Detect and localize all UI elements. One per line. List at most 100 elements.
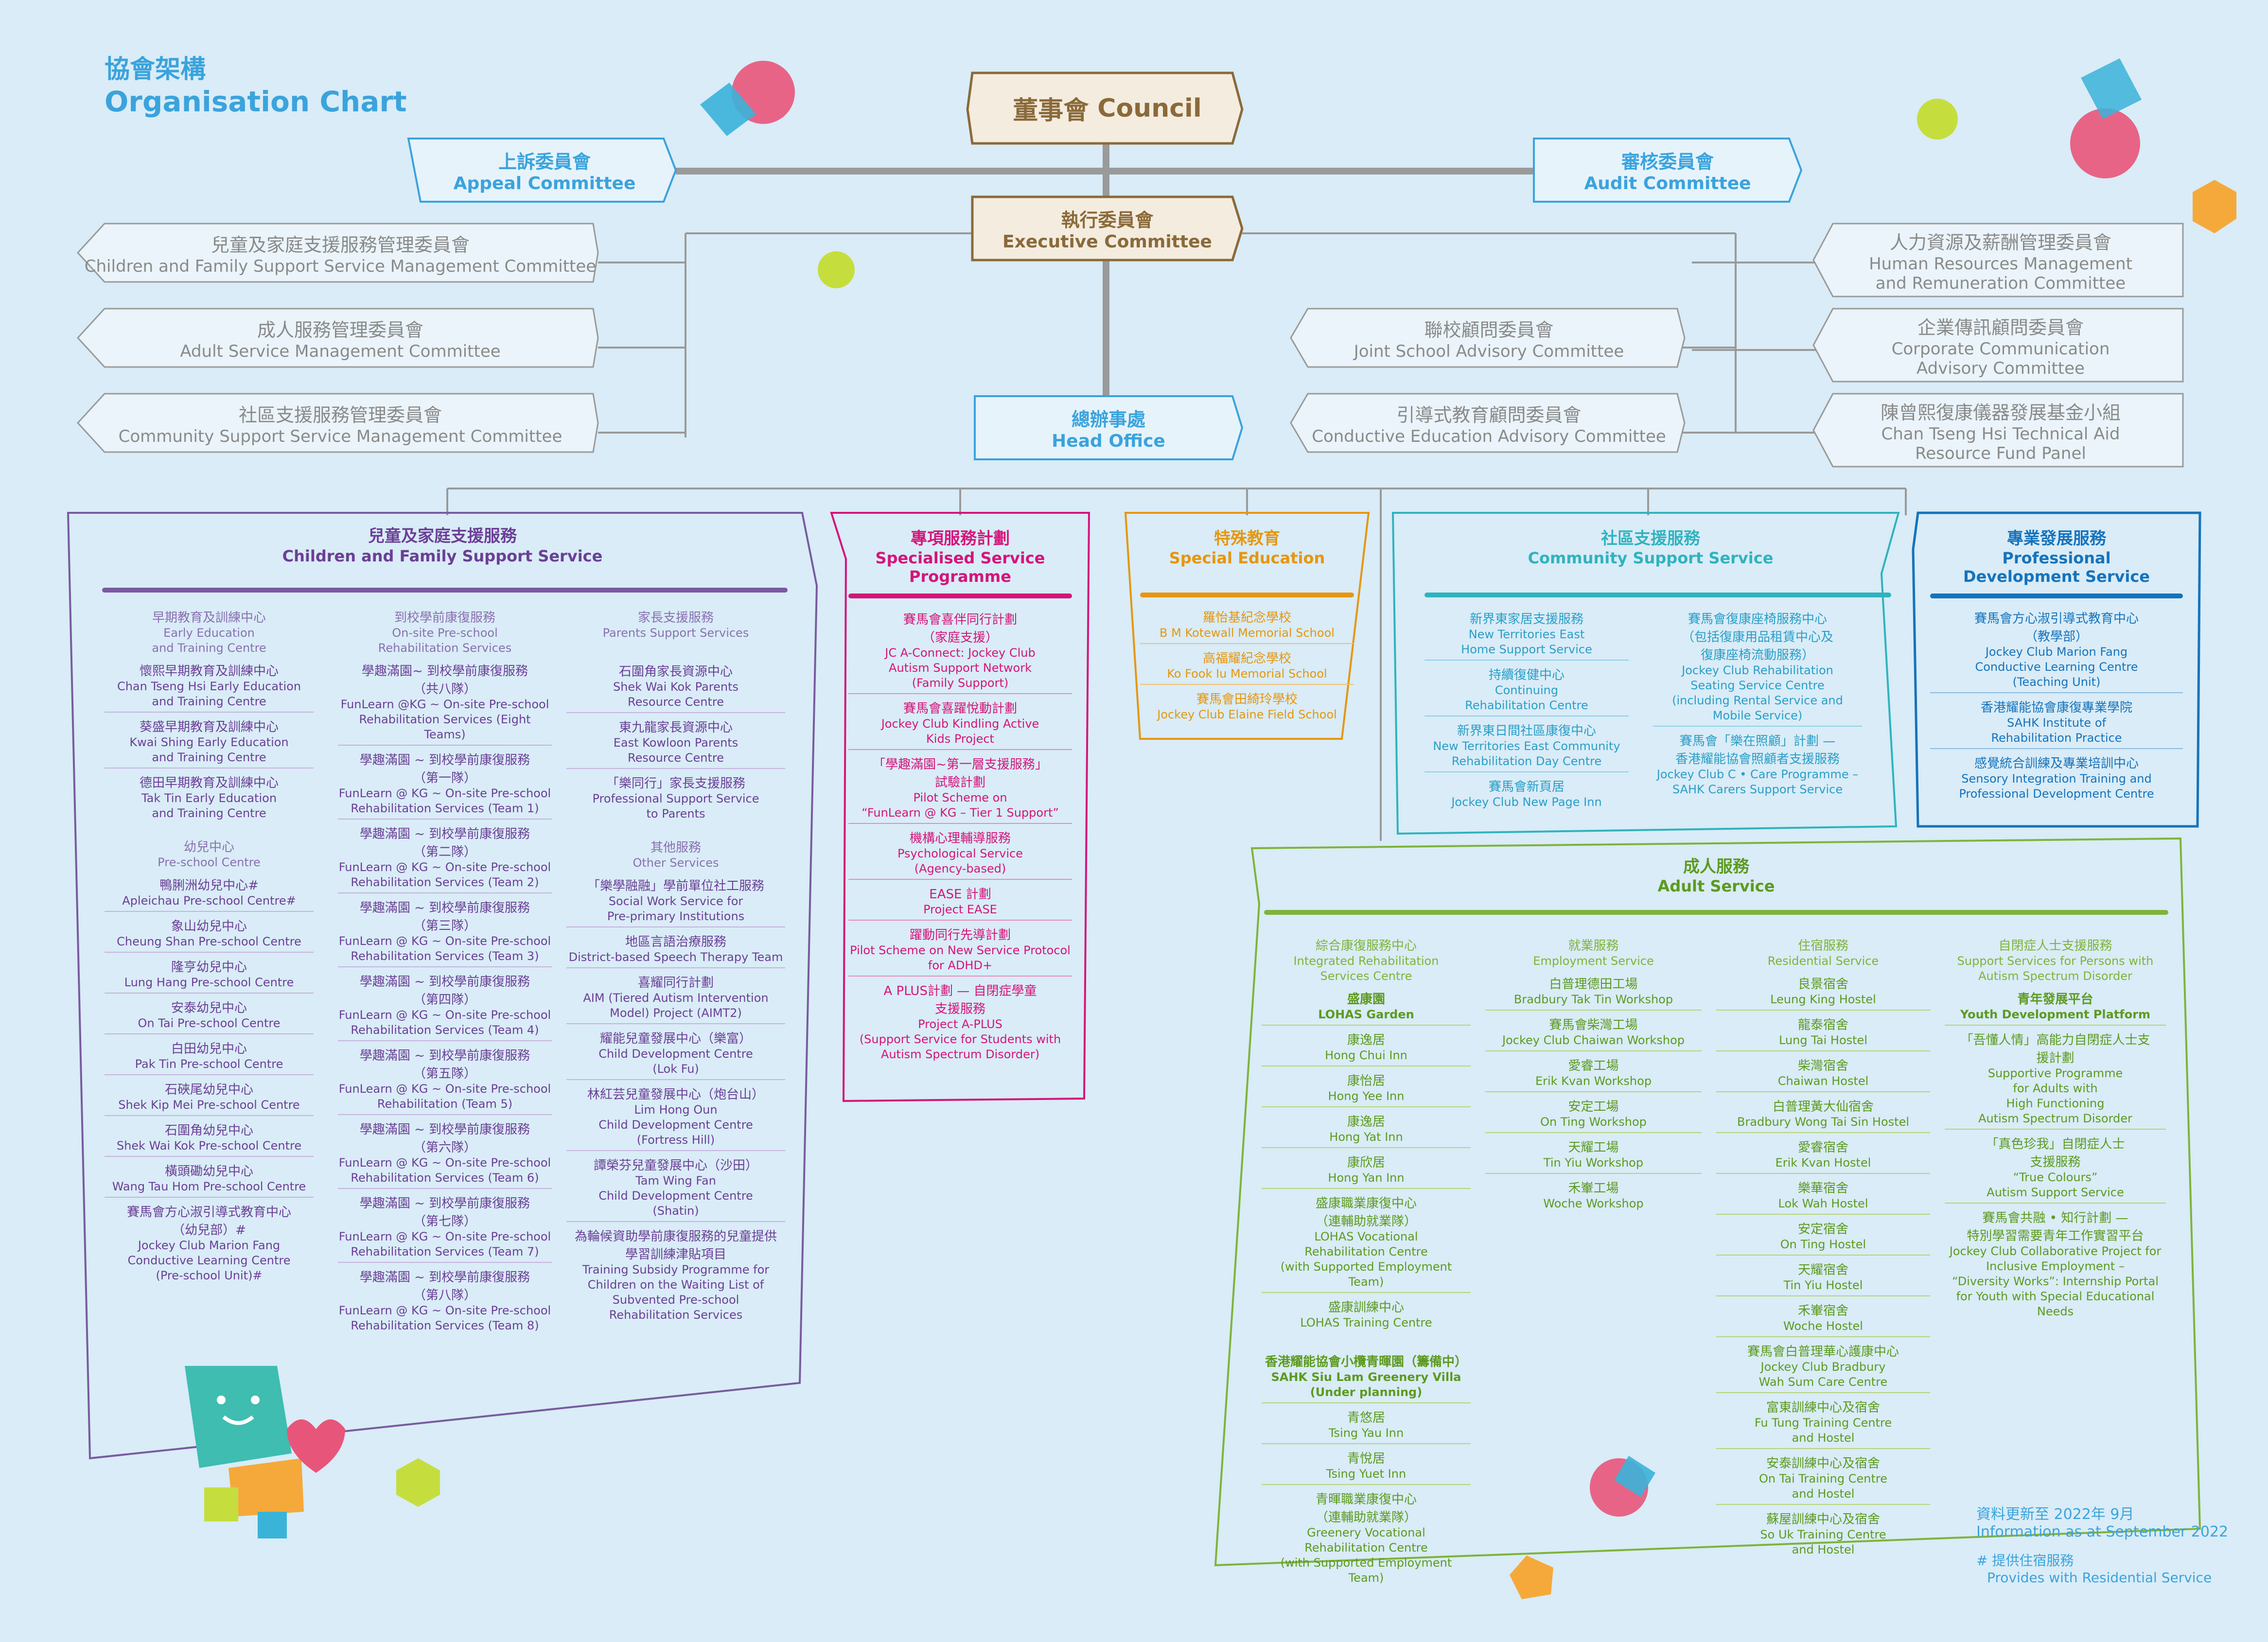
item-en: Woche Hostel [1783,1319,1863,1333]
item-zh: 持續復健中心 [1488,668,1565,682]
item-zh: 賽馬會白普理華心護康中心 [1747,1345,1899,1359]
item-en: Lung Tai Hostel [1778,1033,1867,1047]
item-zh: 青暉職業康復中心 [1315,1492,1417,1507]
text: 「樂同行」家長支援服務 [606,776,745,791]
executive-node: 執行委員會 Executive Committee [972,197,1242,260]
audit-en: Audit Committee [1584,174,1751,193]
list-item: 學趣滿園 ~ 到校學前康復服務（第八隊）FunLearn @ KG ~ On-s… [338,1266,552,1336]
item-zh: （包括復康用品租賃中心及 [1681,630,1833,645]
adult-brush [1264,910,2168,915]
footer-notes: 資料更新至 2022年 9月 Information as at Septemb… [1976,1502,2229,1586]
item-en: Jockey Club Chaiwan Workshop [1502,1033,1685,1047]
text: Resource Centre [628,695,724,709]
text: Parents Support Services [602,626,749,640]
css-section: 社區支援服務 Community Support Service 新界東家居支援… [1410,525,1891,809]
text: Model) Project (AIMT2) [610,1006,742,1020]
text: 地區言語治療服務 [625,935,726,949]
item-en: for ADHD+ [928,959,993,972]
pds-section: 專業發展服務 Professional Development Service … [1930,525,2183,807]
text: FunLearn @ KG ~ On-site Pre-school [338,860,551,874]
adult-title: 成人服務 Adult Service [1264,853,2168,895]
item-en: Hong Yat Inn [1329,1130,1403,1144]
col-head: 其他服務 Other Services [566,838,785,871]
text: 成人服務 [1683,857,1749,876]
item-en: Hong Chui Inn [1325,1048,1407,1062]
item-en: Lok Wah Hostel [1778,1197,1868,1210]
text: 社區支援服務 [1601,529,1700,548]
pds-list: 賽馬會方心淑引導式教育中心（教學部）Jockey Club Marion Fan… [1930,607,2183,804]
text: Social Work Service for [608,894,743,908]
text: 賽馬會方心淑引導式教育中心 [126,1205,291,1220]
text: 賽馬會田綺玲學校 [1196,692,1298,707]
committee-zh: 兒童及家庭支援服務管理委員會 [211,234,470,256]
item-en: for Youth with Special Educational [1956,1290,2155,1303]
committee-en: Adult Service Management Committee [180,341,501,361]
col-head: 幼兒中心 Pre-school Centre [105,837,314,870]
list-item: 學趣滿園 ~ 到校學前康復服務（第五隊）FunLearn @ KG ~ On-s… [338,1044,552,1115]
text: Special Education [1169,549,1325,567]
list-item: 學趣滿園~ 到校學前康復服務（共八隊）FunLearn @KG ~ On-sit… [338,660,552,746]
mid-committee-2: 引導式教育顧問委員會 Conductive Education Advisory… [1293,394,1685,452]
text: Pre-school Centre [158,856,261,869]
item-en: Woche Workshop [1543,1197,1644,1210]
item-en: Pilot Scheme on New Service Protocol [850,943,1071,957]
audit-node: 審核委員會 Audit Committee [1534,139,1801,202]
item-en: Tin Yiu Workshop [1543,1156,1644,1170]
item-en: Jockey Club Rehabilitation [1682,664,1833,677]
item-en: So Uk Training Centre [1760,1528,1886,1541]
col-head-en: Employment Service [1533,954,1654,968]
item-en: Hong Yan Inn [1328,1171,1405,1185]
text: 橫頭磡幼兒中心 [164,1164,253,1179]
item-zh: 賽馬會復康座椅服務中心 [1688,612,1827,627]
page-title-zh: 協會架構 [105,55,206,84]
item-zh: 香港耀能協會小欖青暉園（籌備中） [1265,1355,1467,1369]
text: Pak Tin Pre-school Centre [135,1057,283,1071]
text: 懷熙早期教育及訓練中心 [139,664,279,679]
item-zh: 愛睿宿舍 [1797,1140,1848,1155]
text: 石圍角家長資源中心 [618,664,733,679]
cfs-title-zh: 兒童及家庭支援服務 [368,526,517,546]
item-en: JC A-Connect: Jockey Club [885,646,1036,660]
council-en: Council [1097,93,1202,123]
text: Children on the Waiting List of [587,1278,764,1292]
list-item: 學趣滿園 ~ 到校學前康復服務（第二隊）FunLearn @ KG ~ On-s… [338,822,552,893]
text: 學趣滿園 ~ 到校學前康復服務 [359,753,530,768]
text: 專項服務計劃 [911,529,1010,548]
text: 到校學前康復服務 [394,611,495,625]
cfs-col-onsite: 到校學前康復服務 On-site Pre-school Rehabilitati… [338,608,552,1339]
item-en: LOHAS Garden [1318,1008,1414,1021]
text: and Training Centre [152,751,266,764]
page-title-en: Organisation Chart [105,85,407,118]
committee-zh: 企業傳訊顧問委員會 [1917,316,2084,338]
item-en: Sensory Integration Training and [1961,772,2152,786]
item-zh: 富東訓練中心及宿舍 [1766,1400,1880,1415]
left-committee-2: 成人服務管理委員會 Adult Service Management Commi… [83,309,598,367]
committee-zh: 聯校顧問委員會 [1424,319,1554,341]
item-en: (Support Service for Students with [859,1032,1061,1046]
text: and Training Centre [152,695,266,708]
appeal-zh: 上訴委員會 [498,151,591,173]
list-item: 學趣滿園 ~ 到校學前康復服務（第三隊）FunLearn @ KG ~ On-s… [338,896,552,967]
page-title-block: 協會架構 Organisation Chart [105,49,407,118]
item-en: “Diversity Works”: Internship Portal [1952,1275,2159,1288]
list-item: 「真色珍我」自閉症人士支援服務“True Colours”Autism Supp… [1945,1133,2166,1204]
text: B M Kotewall Memorial School [1160,626,1335,640]
item-zh: 支援服務 [934,1002,985,1016]
audit-box [1533,138,1803,203]
